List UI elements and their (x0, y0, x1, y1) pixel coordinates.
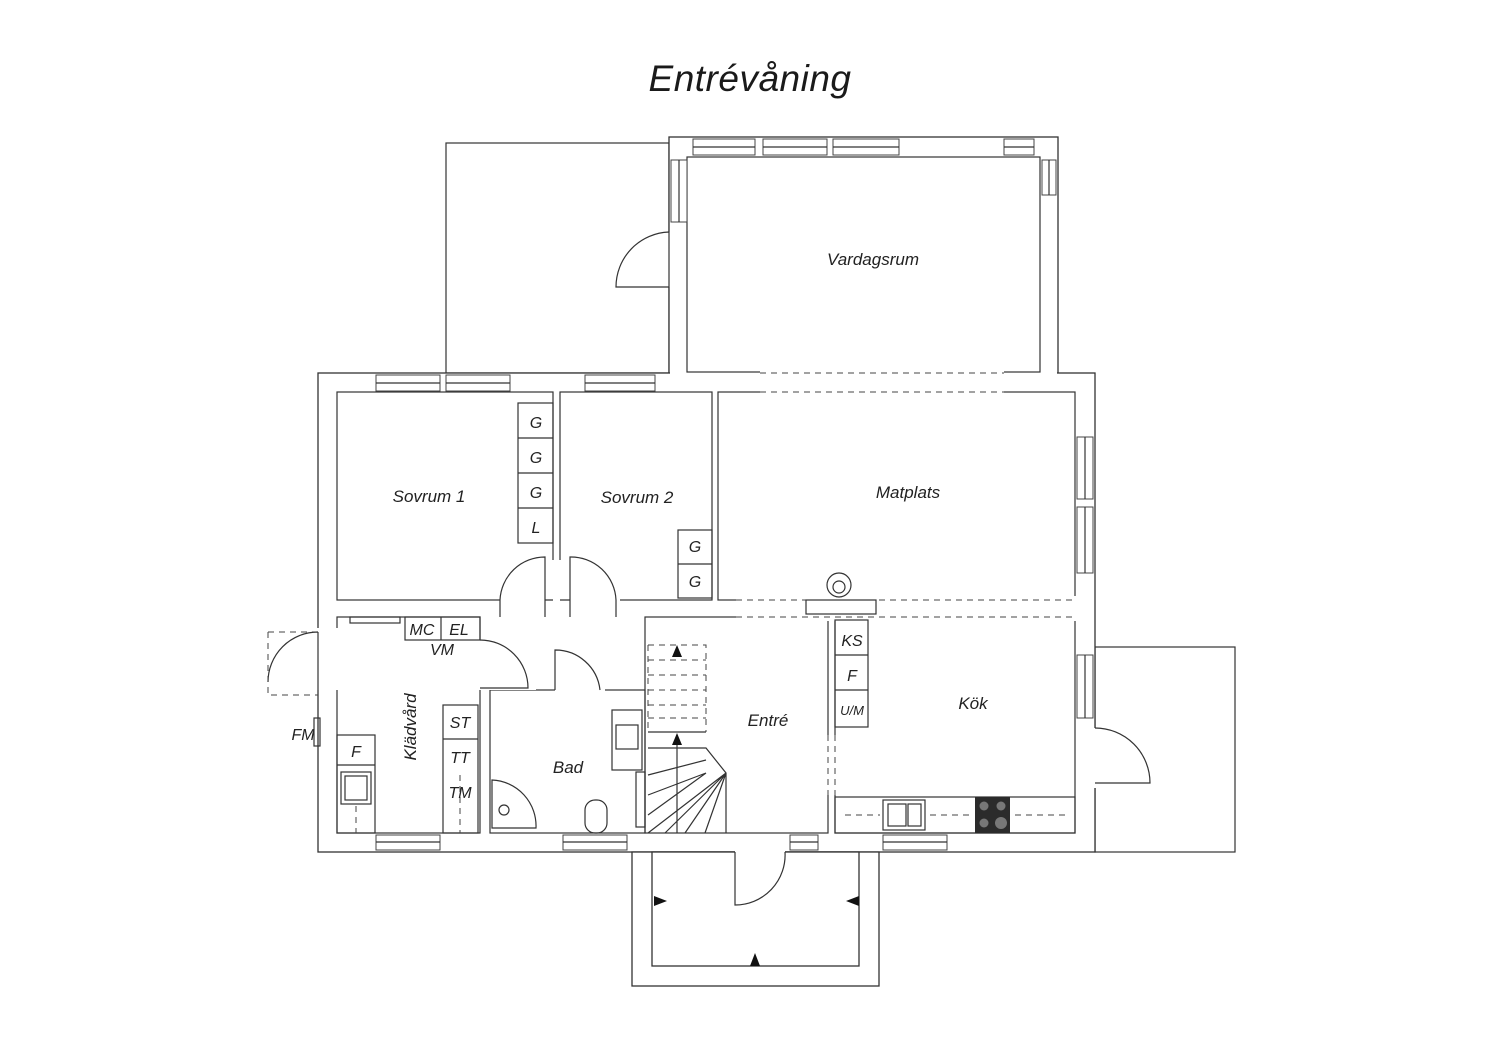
room-label-kladvard: Klädvård (401, 693, 420, 761)
tm-label: TM (448, 785, 472, 802)
vm-label: VM (430, 642, 455, 659)
exterior-walls (317, 136, 1096, 987)
room-label-vardagsrum: Vardagsrum (827, 250, 919, 269)
windows (375, 138, 1094, 851)
room-label-kok: Kök (958, 694, 989, 713)
staircase (647, 644, 859, 966)
room-sovrum-2 (559, 391, 713, 601)
st-label: ST (450, 715, 472, 732)
wardrobes (336, 402, 1076, 834)
el-label: EL (449, 622, 469, 639)
fm-box (313, 717, 321, 747)
freezer-label: F (351, 744, 362, 761)
um-label: U/M (840, 703, 864, 718)
doors (267, 231, 1151, 906)
patio-east (1094, 646, 1236, 853)
wardrobe-label: G (530, 450, 542, 467)
room-label-sovrum-2: Sovrum 2 (601, 488, 674, 507)
ks-label: KS (841, 633, 863, 650)
floor-title: Entrévåning (648, 58, 852, 99)
linen-closet-label: L (532, 520, 541, 537)
tt-label: TT (450, 750, 471, 767)
fm-label: FM (291, 727, 315, 744)
wardrobe-label: G (530, 485, 542, 502)
room-label-sovrum-1: Sovrum 1 (393, 487, 466, 506)
mc-label: MC (410, 622, 435, 639)
room-label-bad: Bad (553, 758, 584, 777)
room-label-matplats: Matplats (876, 483, 941, 502)
stair-direction-arrow-icon (672, 645, 682, 745)
kitchen-freezer-label: F (847, 668, 858, 685)
wardrobe-label: G (689, 539, 701, 556)
room-label-entre: Entré (748, 711, 789, 730)
wardrobe-label: G (530, 415, 542, 432)
wardrobe-label: G (689, 574, 701, 591)
